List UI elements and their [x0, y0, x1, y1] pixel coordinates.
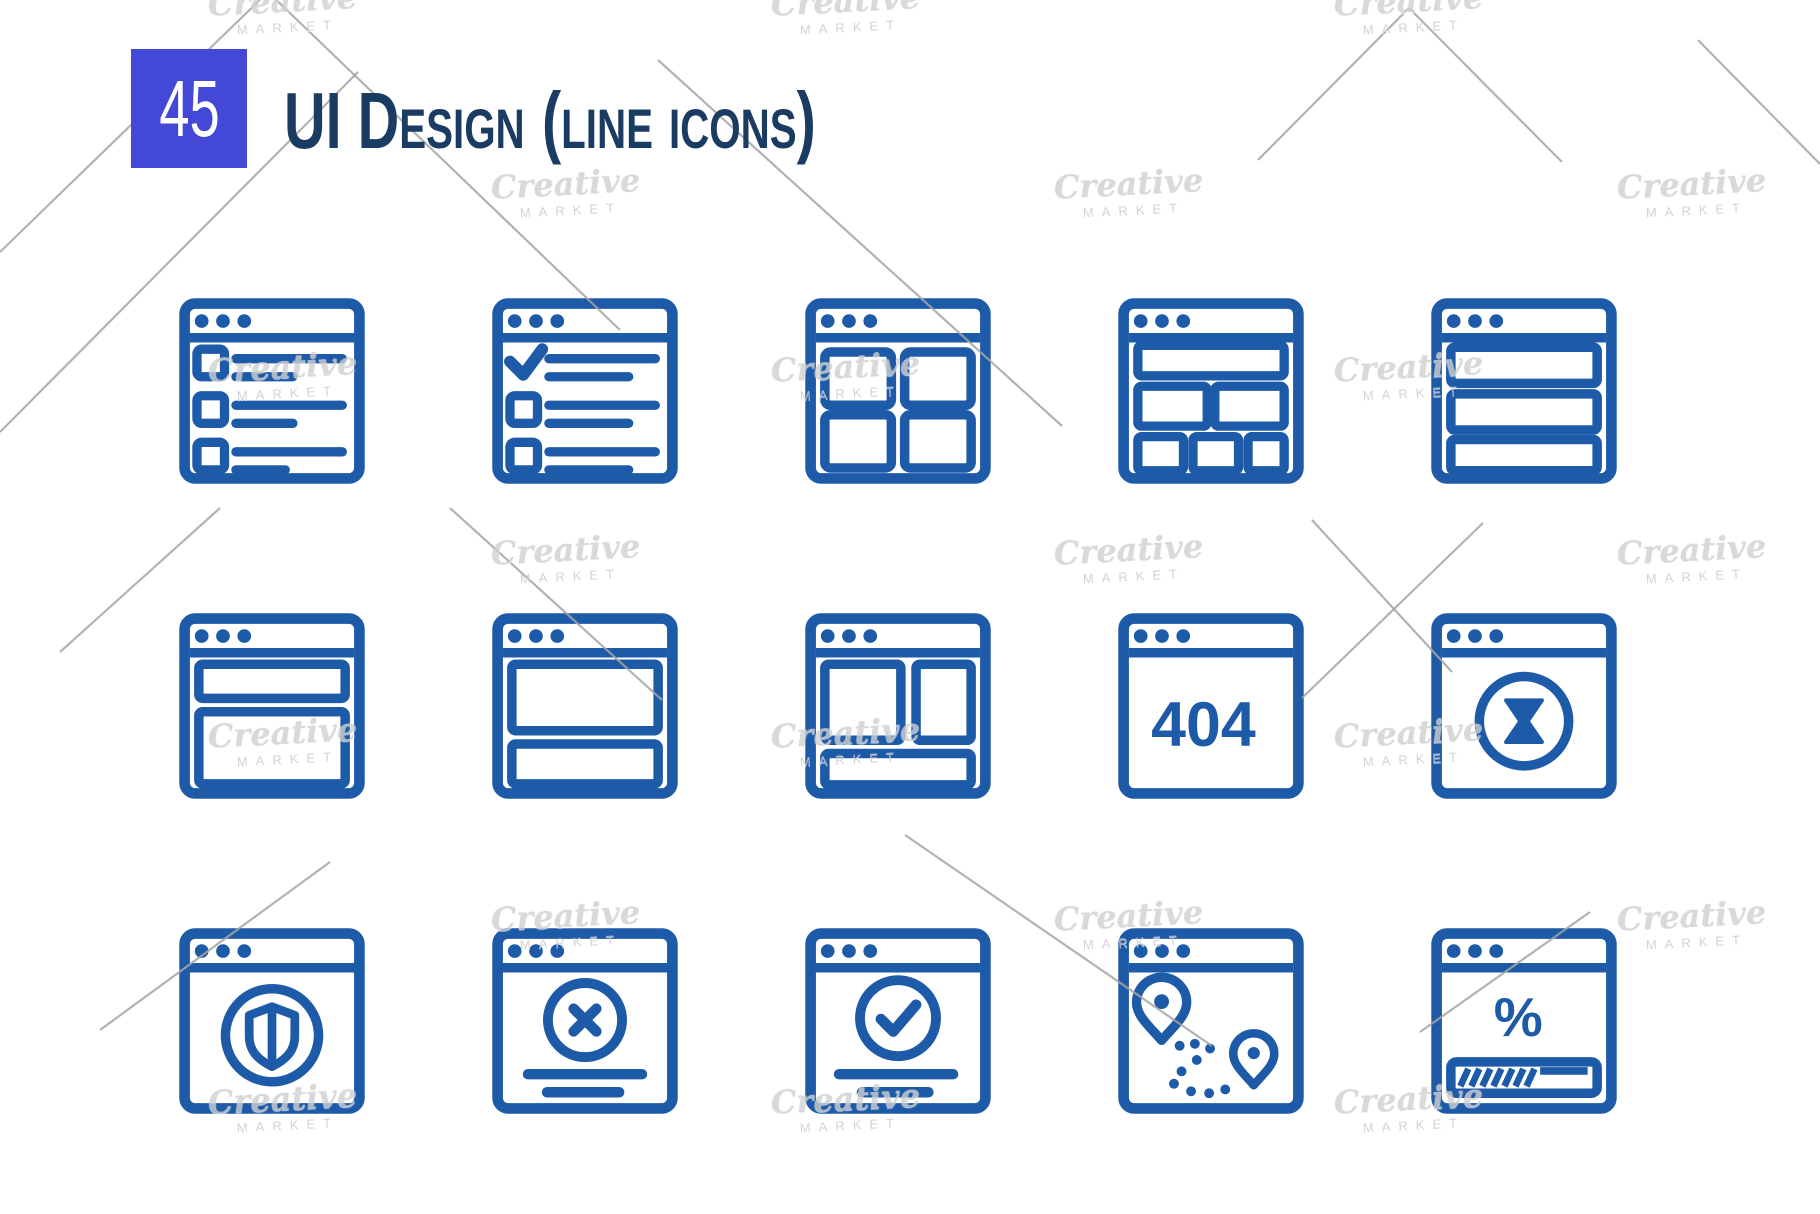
watermark-caps-text: MARKET	[1082, 200, 1186, 221]
map-pin-end-icon	[1228, 1029, 1279, 1090]
watermark-script-text: Creative	[206, 0, 359, 24]
icon-window-hourglass	[1429, 611, 1619, 801]
icon-window-error	[490, 926, 680, 1116]
content-footer-icon	[490, 611, 680, 801]
watermark-script-text: Creative	[489, 161, 642, 207]
icon-window-checklist	[490, 296, 680, 486]
header-content-icon	[177, 611, 367, 801]
watermark-caps-text: MARKET	[236, 1115, 340, 1136]
watermark-script-text: Creative	[1052, 161, 1205, 207]
watermark-script-text: Creative	[769, 0, 922, 24]
watermark: Creative MARKET	[1615, 893, 1768, 954]
checklist-icon	[490, 296, 680, 486]
watermark-caps-text: MARKET	[236, 17, 340, 38]
icon-window-map-route	[1116, 926, 1306, 1116]
icon-window-dashboard	[1116, 296, 1306, 486]
progress-stripes	[1457, 1067, 1538, 1088]
icon-window-shield	[177, 926, 367, 1116]
two-column-icon	[803, 611, 993, 801]
watermark-caps-text: MARKET	[799, 17, 903, 38]
icon-window-content-footer	[490, 611, 680, 801]
percent-text: %	[1494, 986, 1543, 1048]
icon-window-rows	[1429, 296, 1619, 486]
count-badge: 45	[131, 49, 247, 168]
progress-bar	[1446, 1057, 1602, 1098]
watermark-script-text: Creative	[1615, 527, 1768, 573]
icon-count: 45	[158, 63, 220, 153]
watermark: Creative MARKET	[770, 0, 922, 39]
error-code-text: 404	[1151, 690, 1256, 760]
watermark-script-text: Creative	[1615, 161, 1768, 207]
icon-window-header-content	[177, 611, 367, 801]
watermark-caps-text: MARKET	[1082, 566, 1186, 587]
success-check-icon	[803, 926, 993, 1116]
checkmark-glyph	[875, 999, 922, 1037]
cross-glyph	[568, 1003, 602, 1037]
watermark: Creative MARKET	[1615, 527, 1768, 588]
watermark: Creative MARKET	[489, 161, 642, 222]
subtitle-text: (line icons)	[541, 76, 816, 165]
icon-window-progress: %	[1429, 926, 1619, 1116]
watermark-script-text: Creative	[1052, 527, 1205, 573]
progress-percent-icon: %	[1429, 926, 1619, 1116]
watermark: Creative MARKET	[1615, 161, 1768, 222]
checkmark-icon	[504, 343, 549, 381]
page-title: UI Design (line icons)	[284, 81, 816, 161]
route-dots	[1169, 1038, 1231, 1099]
map-route-icon	[1116, 926, 1306, 1116]
watermark-caps-text: MARKET	[519, 566, 623, 587]
error-404-icon: 404	[1116, 611, 1306, 801]
watermark: Creative MARKET	[1333, 0, 1485, 39]
stacked-rows-icon	[1429, 296, 1619, 486]
shield-icon	[177, 926, 367, 1116]
watermark: Creative MARKET	[1052, 161, 1205, 222]
watermark-caps-text: MARKET	[1362, 17, 1466, 38]
hourglass-glyph	[1504, 698, 1544, 744]
card-grid-icon	[803, 296, 993, 486]
dashboard-layout-icon	[1116, 296, 1306, 486]
watermark: Creative MARKET	[489, 527, 642, 588]
watermark: Creative MARKET	[207, 0, 359, 39]
watermark: Creative MARKET	[1052, 527, 1205, 588]
watermark-caps-text: MARKET	[1645, 932, 1749, 953]
icon-window-list	[177, 296, 367, 486]
watermark-script-text: Creative	[1615, 893, 1768, 939]
watermark-caps-text: MARKET	[1645, 200, 1749, 221]
watermark-caps-text: MARKET	[1645, 566, 1749, 587]
icon-window-success	[803, 926, 993, 1116]
list-items-icon	[177, 296, 367, 486]
watermark-caps-text: MARKET	[1362, 1115, 1466, 1136]
icon-window-404: 404	[1116, 611, 1306, 801]
watermark-script-text: Creative	[489, 527, 642, 573]
hourglass-icon	[1429, 611, 1619, 801]
watermark-caps-text: MARKET	[519, 200, 623, 221]
error-cross-icon	[490, 926, 680, 1116]
watermark-caps-text: MARKET	[799, 1115, 903, 1136]
title-text: UI Design	[284, 76, 525, 165]
icon-window-two-column	[803, 611, 993, 801]
watermark-script-text: Creative	[1332, 0, 1485, 24]
icon-window-card-grid	[803, 296, 993, 486]
